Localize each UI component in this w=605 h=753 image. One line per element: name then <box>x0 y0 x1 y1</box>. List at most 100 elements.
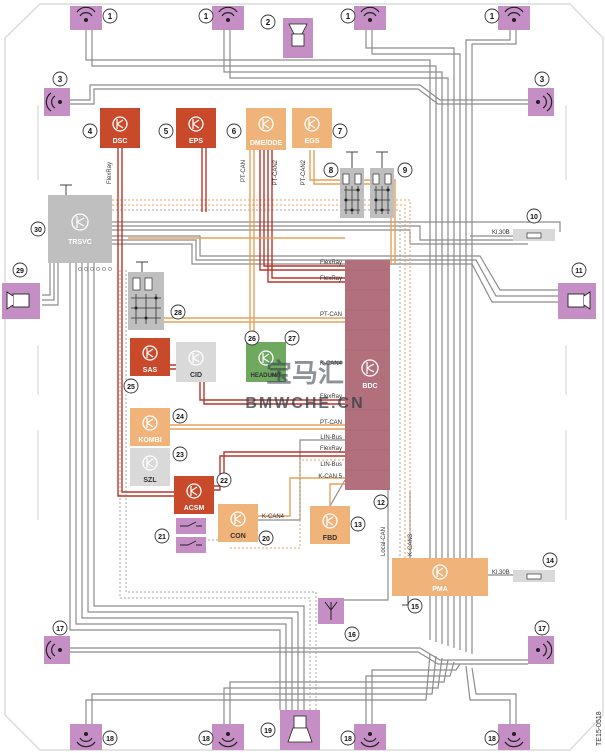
callout-18a: 18 <box>106 736 114 743</box>
acsm-label: ACSM <box>184 505 205 512</box>
callout-1c: 1 <box>346 12 351 21</box>
wiring-dashed <box>112 199 411 710</box>
callout-14: 14 <box>546 558 554 565</box>
fbd-module: FBD <box>310 506 350 544</box>
speaker-top-3 <box>354 6 386 30</box>
bus-kl30b-2: Kl.30B <box>492 570 510 576</box>
bus-flexray-dsc: FlexRay <box>107 162 113 184</box>
watermark-text: BMWCHE.CN <box>245 395 364 412</box>
eps-module: EPS <box>176 108 216 148</box>
bus-flexray-1: FlexRay <box>320 260 342 266</box>
relay-box-28 <box>128 261 164 330</box>
callout-29: 29 <box>16 268 24 275</box>
speaker-side-right-3 <box>528 88 554 116</box>
trsvc-label: TRSVC <box>68 239 92 246</box>
number-callout-text: 1 1 1 1 2 3 3 4 5 6 7 8 9 10 11 30 29 28… <box>16 12 583 743</box>
callout-2: 2 <box>266 18 271 27</box>
bus-labels: FlexRay PT-CAN PT-CAN2 PT-CAN2 FlexRay F… <box>107 159 510 576</box>
callout-15: 15 <box>411 604 419 611</box>
relay-box-8 <box>340 151 364 218</box>
cid-module: CID <box>176 342 216 382</box>
callout-1b: 1 <box>204 12 209 21</box>
pma-module: PMA <box>392 558 488 606</box>
callout-30: 30 <box>34 227 42 234</box>
callout-17b: 17 <box>538 626 546 633</box>
bus-k-can5: K-CAN 5 <box>318 474 342 480</box>
eps-label: EPS <box>189 138 203 145</box>
camera-left-29 <box>2 283 40 319</box>
wiring-flexray <box>117 146 345 497</box>
speaker-top-4 <box>498 6 530 30</box>
watermark: 宝马汇 BMWCHE.CN <box>245 358 364 412</box>
callout-26: 26 <box>248 336 256 343</box>
egs-module: EGS <box>292 108 332 148</box>
cid-label: CID <box>190 372 202 379</box>
speaker-bottom-1 <box>70 724 102 750</box>
bus-local-can: Local-CAN <box>381 527 387 556</box>
headunit-module: HEADUNIT <box>246 342 286 382</box>
callout-5: 5 <box>164 127 169 136</box>
number-callouts <box>12 8 587 746</box>
bus-pt-can2-dme: PT-CAN2 <box>273 159 279 185</box>
switch-pair-21 <box>176 518 206 553</box>
callout-27: 27 <box>288 336 296 343</box>
bus-flexray-2: FlexRay <box>320 276 342 282</box>
callout-18c: 18 <box>344 736 352 743</box>
sas-label: SAS <box>143 367 158 374</box>
bdc-label: BDC <box>362 383 377 390</box>
antenna-16 <box>318 598 344 624</box>
speaker-side-left-17 <box>44 636 70 664</box>
callout-22: 22 <box>220 478 228 485</box>
camera-right-11 <box>558 283 596 319</box>
relay-box-9 <box>370 151 394 218</box>
fuse-14 <box>513 570 555 582</box>
vehicle-outline <box>4 3 604 751</box>
kombi-module: KOMBI <box>130 408 170 446</box>
vehicle-outline-dashes <box>37 105 567 520</box>
horn-2 <box>283 18 313 58</box>
szl-label: SZL <box>143 477 157 484</box>
reference-code: TE15-0518 <box>596 711 603 746</box>
callout-3b: 3 <box>540 75 545 84</box>
callout-1d: 1 <box>490 12 495 21</box>
callout-19: 19 <box>264 728 272 735</box>
bus-pt-can-eps: PT-CAN <box>241 160 247 182</box>
bdc-module: BDC <box>345 260 390 490</box>
bus-lin-bus-1: LIN-Bus <box>320 435 342 441</box>
callout-23: 23 <box>176 452 184 459</box>
speaker-side-right-17 <box>528 636 554 664</box>
callout-3a: 3 <box>58 75 63 84</box>
callout-17a: 17 <box>56 626 64 633</box>
horn-19 <box>280 710 320 750</box>
bus-pt-can2-egs: PT-CAN2 <box>301 159 307 185</box>
callout-1a: 1 <box>108 12 113 21</box>
con-module: CON <box>218 504 258 542</box>
callout-20: 20 <box>262 536 270 543</box>
watermark-hanzi: 宝马汇 <box>266 358 344 388</box>
callout-4: 4 <box>88 127 93 136</box>
dsc-label: DSC <box>113 138 128 145</box>
bus-k-can4-1: K-CAN4 <box>320 361 343 367</box>
bus-flexray-3: FlexRay <box>320 394 342 400</box>
bus-pt-can-1: PT-CAN <box>320 312 342 318</box>
trsvc-module: TRSVC <box>48 184 112 271</box>
sas-module: SAS <box>130 338 170 376</box>
callout-13: 13 <box>354 522 362 529</box>
callout-21: 21 <box>158 534 166 541</box>
speaker-bottom-3 <box>354 724 386 750</box>
speaker-top-1 <box>70 6 102 30</box>
callout-16: 16 <box>348 632 356 639</box>
dme-dde-module: DME/DDE <box>246 108 286 150</box>
callout-8: 8 <box>329 166 334 175</box>
con-label: CON <box>230 533 246 540</box>
callout-25: 25 <box>127 384 135 391</box>
acsm-module: ACSM <box>174 476 214 514</box>
dme-label: DME/DDE <box>250 140 283 147</box>
callout-28: 28 <box>174 310 182 317</box>
callout-12: 12 <box>377 500 385 507</box>
callout-9: 9 <box>403 166 408 175</box>
bus-flexray-4: FlexRay <box>320 446 342 452</box>
callout-24: 24 <box>176 414 184 421</box>
callout-18b: 18 <box>202 736 210 743</box>
speaker-bottom-2 <box>212 724 244 750</box>
